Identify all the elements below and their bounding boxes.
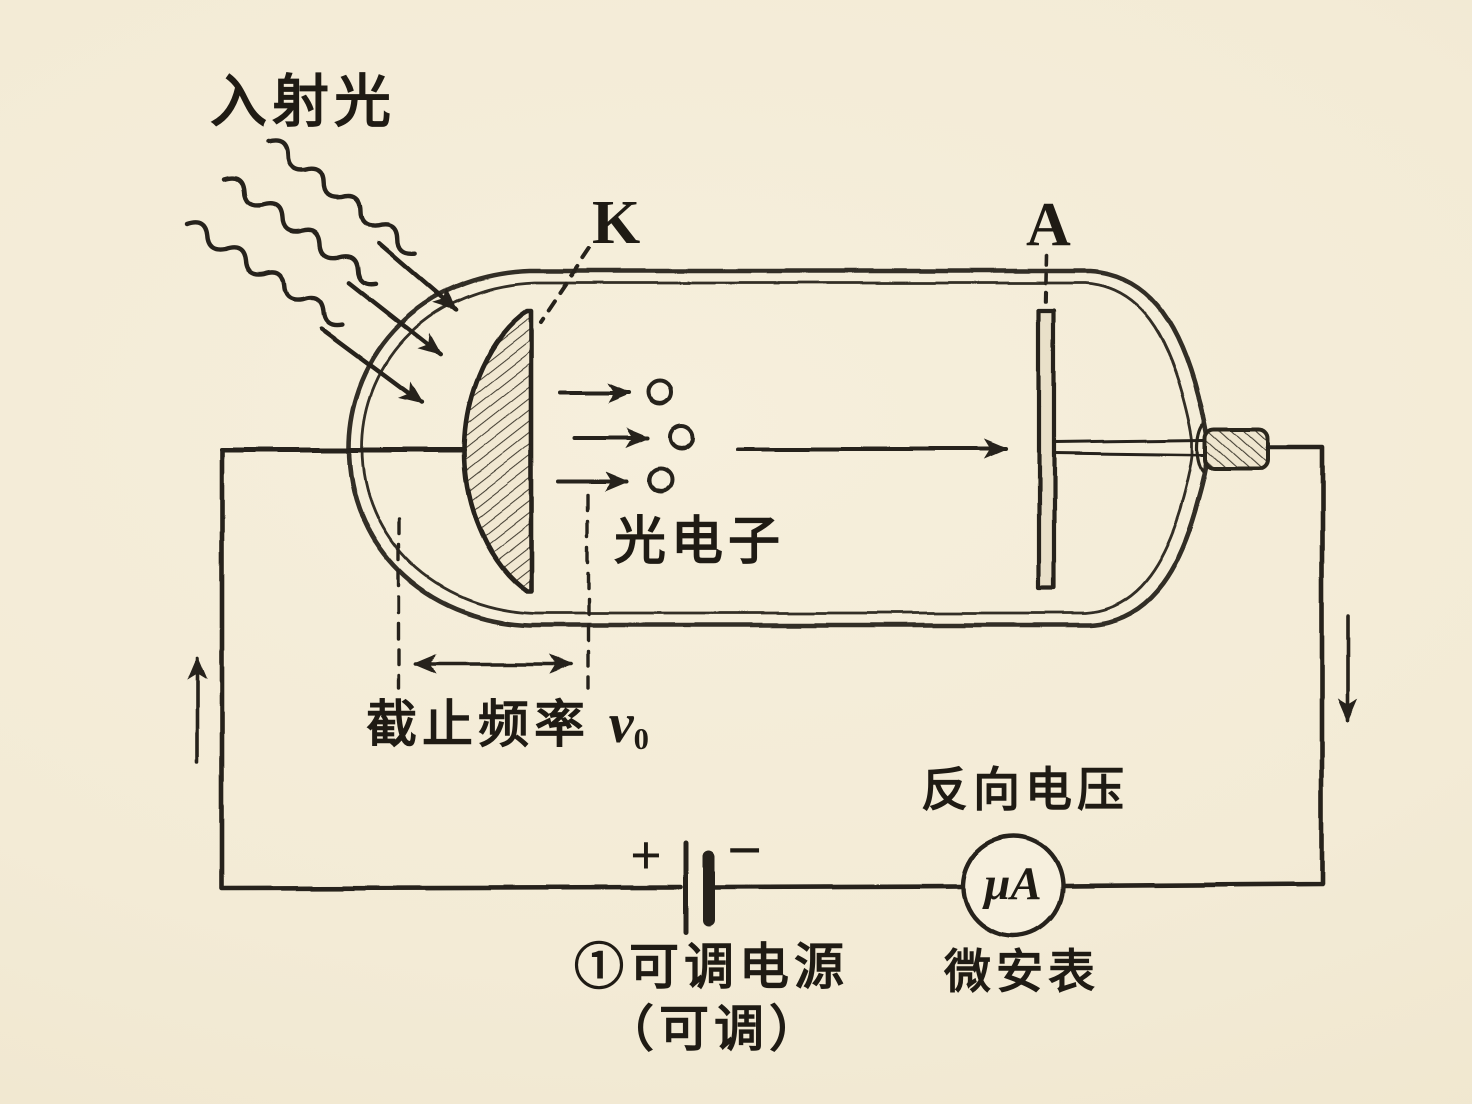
stem-collar xyxy=(1196,422,1206,474)
cutoff-frequency-symbol: ν xyxy=(608,693,634,755)
cutoff-frequency-measure xyxy=(397,493,590,690)
electron xyxy=(668,423,696,451)
tube-outer-wall xyxy=(346,268,1211,628)
electron-shade xyxy=(651,484,670,492)
vacuum-tube-envelope xyxy=(346,268,1270,628)
battery-minus-sign: − xyxy=(727,817,763,885)
cutoff-frequency-subscript: 0 xyxy=(633,721,649,756)
anode-rod-top xyxy=(1052,438,1206,444)
tube-inner-wall xyxy=(360,281,1195,615)
cutoff-frequency-label: 截止频率 ν0 xyxy=(366,693,649,755)
anode-leader-dash xyxy=(1044,254,1049,308)
cathode-leader-dash xyxy=(539,247,592,324)
circuit-wires xyxy=(219,444,1325,891)
battery-symbol xyxy=(683,840,715,935)
wire-right xyxy=(1060,444,1325,889)
microammeter-dial-text: μA xyxy=(984,858,1042,910)
anode-rod-bottom xyxy=(1052,451,1206,457)
electron xyxy=(646,379,674,407)
photoelectron-label: 光电子 xyxy=(614,514,786,571)
cathode-plate xyxy=(219,308,534,594)
cathode-label: K xyxy=(592,189,641,257)
cathode-body xyxy=(461,308,534,594)
wire-left xyxy=(219,447,684,891)
light-ray xyxy=(184,220,424,406)
light-ray xyxy=(221,175,443,357)
battery-plus-sign: + xyxy=(630,825,662,887)
electron-shade xyxy=(650,397,669,405)
microammeter-dial xyxy=(960,833,1066,939)
microammeter-name-label: 微安表 xyxy=(944,947,1100,999)
light-ray xyxy=(265,138,459,312)
incident-light-rays xyxy=(184,138,459,406)
photoelectron-group xyxy=(556,379,1009,494)
electron xyxy=(647,466,675,494)
anode-plate xyxy=(1036,307,1206,591)
tube-stem xyxy=(1204,427,1270,471)
reverse-voltage-label: 反向电压 xyxy=(921,765,1129,817)
anode-body xyxy=(1036,307,1057,591)
cutoff-frequency-text: 截止频率 xyxy=(366,698,591,754)
anode-label: A xyxy=(1026,191,1071,259)
electron-shade xyxy=(672,441,691,449)
power-supply-note: （可调） xyxy=(604,1001,824,1057)
power-supply-label: ①可调电源 xyxy=(574,939,849,995)
wire-battery-to-meter xyxy=(709,883,966,890)
incident-light-label: 入射光 xyxy=(210,71,396,134)
